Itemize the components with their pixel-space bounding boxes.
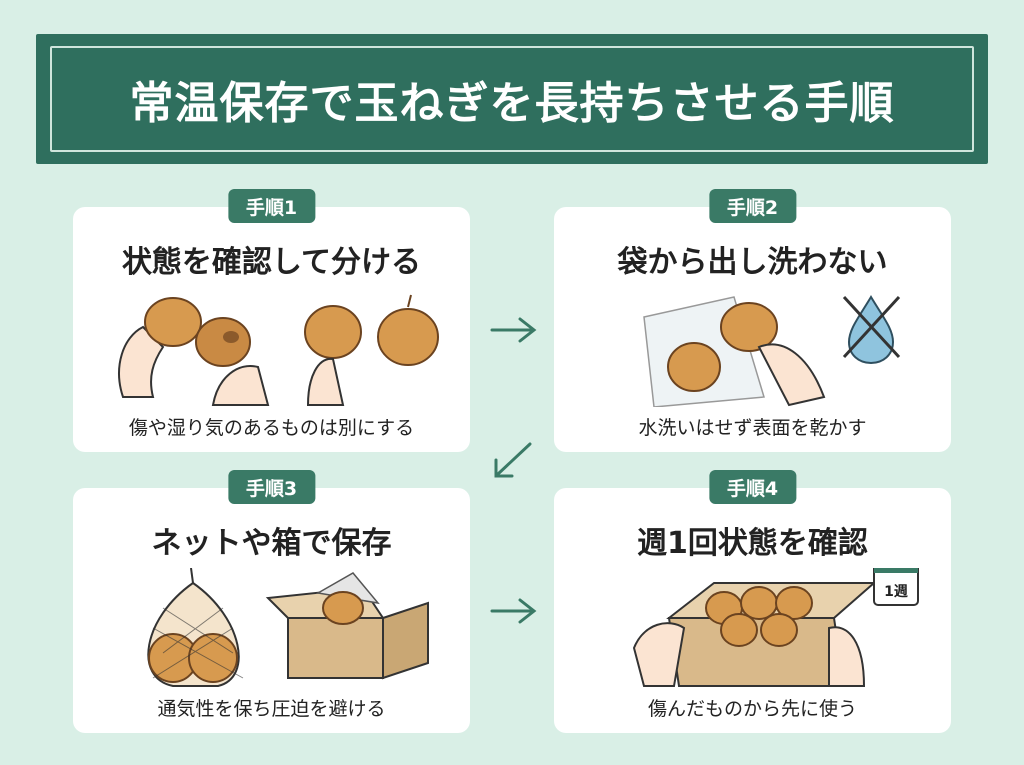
inspect-onions-illustration [118,294,439,406]
step-title-3: ネットや箱で保存 [151,526,392,561]
onion-icon [322,591,364,625]
calendar-label: 1週 [884,584,908,600]
step-card-2: 手順2 袋から出し洗わない 水洗いはせず表面を乾かす [554,189,951,452]
arrow-down-left-icon [494,442,532,478]
step-title-4: 週1回状態を確認 [637,526,868,561]
net-and-box-storage-illustration [147,568,429,687]
onion-icon [720,613,758,647]
arrow-right-icon [490,598,537,624]
step-caption-4: 傷んだものから先に使う [647,698,857,720]
hand-icon [632,622,686,687]
hand-icon [757,343,826,407]
onion-icon [304,305,362,359]
arrow-right-icon [490,317,537,343]
onion-icon [195,317,251,367]
hand-icon [118,325,165,398]
step-title-1: 状態を確認して分ける [121,245,422,280]
step-caption-3: 通気性を保ち圧迫を避ける [157,698,386,720]
step-title-2: 袋から出し洗わない [617,245,888,280]
step-card-1: 手順1 状態を確認して分ける 傷や湿り気のあるものは別にする [73,189,470,452]
onion-icon [377,308,439,366]
step-card-3: 手順3 ネットや箱で保存 通気性を保ち圧迫を避ける [73,470,470,733]
onion-icon [144,297,202,347]
banner-border [50,46,974,152]
bruise-spot-icon [223,331,239,343]
calendar-icon [873,568,919,606]
onion-icon [740,586,778,620]
onion-icon [667,342,721,392]
water-drop-icon [847,295,895,365]
onion-icon [188,633,238,683]
onion-icon [720,302,778,352]
hand-icon [211,365,270,406]
step-badge-2: 手順2 [708,189,797,223]
step-card-4: 手順4 週1回状態を確認 1週 傷んだものから先に使う [554,470,951,733]
step-badge-4: 手順4 [708,470,797,504]
cardboard-box-icon [287,617,384,679]
unbag-no-wash-illustration [643,295,901,407]
step-caption-2: 水洗いはせず表面を乾かす [638,417,867,439]
page-title: 常温保存で玉ねぎを長持ちさせる手順 [129,78,895,129]
step-caption-1: 傷や湿り気のあるものは別にする [128,417,415,439]
weekly-check-illustration: 1週 [632,568,919,687]
step-badge-3: 手順3 [227,470,316,504]
prohibited-icon [842,295,901,359]
onion-icon [775,586,813,620]
title-banner: 常温保存で玉ねぎを長持ちさせる手順 [36,34,988,164]
hand-icon [828,626,866,687]
onion-icon [760,613,798,647]
hand-icon [306,357,345,406]
step-badge-1: 手順1 [227,189,316,223]
